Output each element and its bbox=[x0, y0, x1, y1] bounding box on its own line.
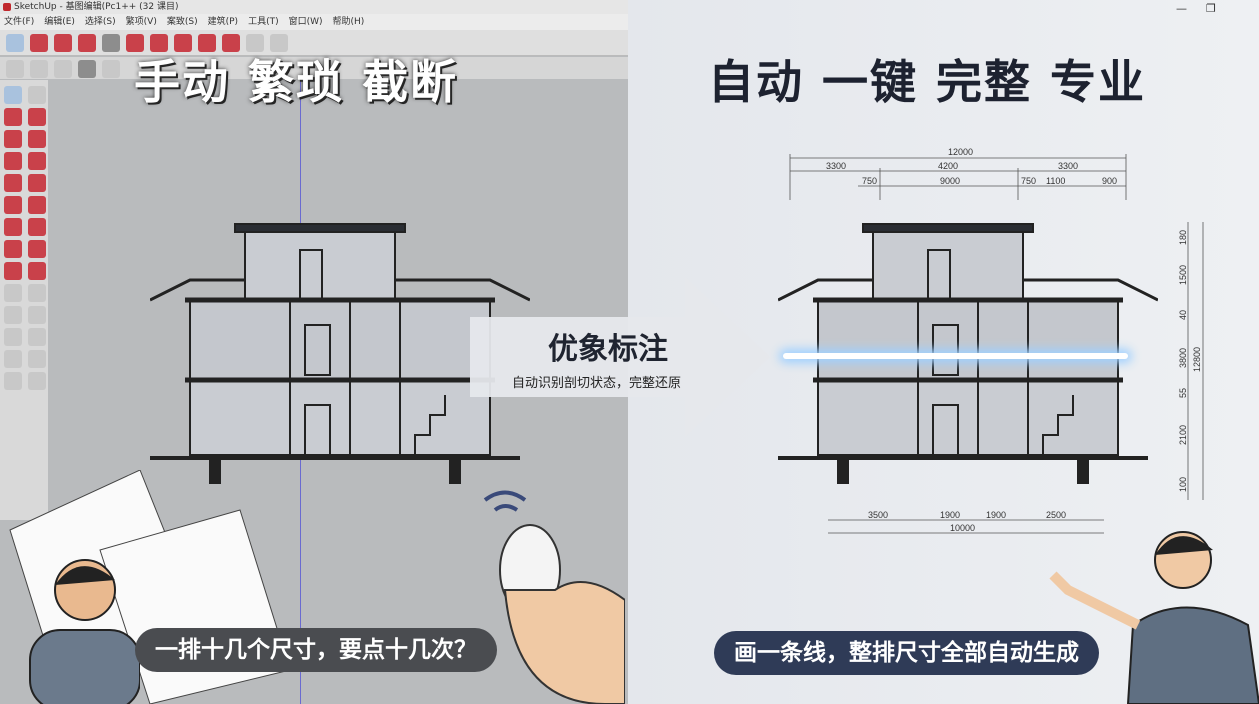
tape-measure-icon[interactable] bbox=[4, 284, 22, 302]
polygon-icon[interactable] bbox=[28, 174, 46, 192]
menu-edit[interactable]: 编辑(E) bbox=[44, 17, 75, 27]
dimension-icon[interactable] bbox=[28, 284, 46, 302]
top-view-icon[interactable] bbox=[30, 60, 48, 78]
wireframe-icon[interactable] bbox=[102, 60, 120, 78]
right-caption: 画一条线，整排尺寸全部自动生成 bbox=[714, 631, 1099, 675]
protractor-icon[interactable] bbox=[4, 306, 22, 324]
freehand-icon[interactable] bbox=[28, 130, 46, 148]
move-icon[interactable] bbox=[174, 34, 192, 52]
offset-icon[interactable] bbox=[222, 34, 240, 52]
dim-side: 40 bbox=[1178, 310, 1188, 320]
eraser-icon[interactable] bbox=[28, 108, 46, 126]
menu-view[interactable]: 繁项(V) bbox=[125, 17, 157, 27]
circle-icon[interactable] bbox=[4, 174, 22, 192]
pie-icon[interactable] bbox=[28, 196, 46, 214]
main-toolbar bbox=[0, 30, 628, 56]
menu-window[interactable]: 窗口(W) bbox=[288, 17, 323, 27]
dim-top-row2: 3300 bbox=[1058, 161, 1078, 171]
sketchup-logo-icon bbox=[3, 3, 11, 11]
rotate-icon[interactable] bbox=[4, 240, 22, 258]
dim-side: 2100 bbox=[1178, 425, 1188, 445]
presenter-illustration bbox=[1049, 531, 1259, 704]
product-tagline: 自动识别剖切状态，完整还原 bbox=[512, 376, 682, 391]
select-tool-icon[interactable] bbox=[6, 34, 24, 52]
dim-top-row3: 9000 bbox=[940, 176, 960, 186]
rectangle-icon[interactable] bbox=[4, 152, 22, 170]
dim-side: 180 bbox=[1178, 230, 1188, 245]
3d-text-icon[interactable] bbox=[28, 328, 46, 346]
dim-side-total: 12800 bbox=[1192, 347, 1202, 372]
product-name: 优象标注 bbox=[548, 332, 668, 367]
pencil-icon[interactable] bbox=[54, 34, 72, 52]
tool-sidebar bbox=[0, 80, 48, 520]
zoom-icon[interactable] bbox=[4, 372, 22, 390]
text-icon[interactable] bbox=[28, 306, 46, 324]
pushpull-icon[interactable] bbox=[28, 218, 46, 236]
arc-icon[interactable] bbox=[78, 34, 96, 52]
dim-total-top: 12000 bbox=[948, 147, 973, 157]
select-icon[interactable] bbox=[4, 86, 22, 104]
zoom-window-icon[interactable] bbox=[28, 372, 46, 390]
dim-bottom-row1: 1900 bbox=[940, 510, 960, 520]
rotated-rect-icon[interactable] bbox=[28, 152, 46, 170]
frustrated-man-illustration bbox=[29, 559, 140, 704]
dim-top-row2: 3300 bbox=[826, 161, 846, 171]
dim-bottom-row1: 3500 bbox=[868, 510, 888, 520]
dim-side: 1500 bbox=[1178, 265, 1188, 285]
dim-bottom-row1: 1900 bbox=[986, 510, 1006, 520]
menu-bar: 文件(F) 编辑(E) 选择(S) 繁项(V) 案致(S) 建筑(P) 工具(T… bbox=[0, 14, 628, 30]
front-view-icon[interactable] bbox=[54, 60, 72, 78]
shaded-icon[interactable] bbox=[78, 60, 96, 78]
left-headline: 手动 繁琐 截断 bbox=[134, 55, 459, 109]
component-icon[interactable] bbox=[28, 86, 46, 104]
axes-icon[interactable] bbox=[4, 328, 22, 346]
orbit-icon[interactable] bbox=[4, 350, 22, 368]
menu-help[interactable]: 帮助(H) bbox=[332, 17, 365, 27]
tape-icon[interactable] bbox=[246, 34, 264, 52]
dim-top-row3: 750 bbox=[1021, 176, 1036, 186]
rectangle-icon[interactable] bbox=[102, 34, 120, 52]
dim-side: 3800 bbox=[1178, 348, 1188, 368]
dim-bottom-total: 10000 bbox=[950, 523, 975, 533]
dimension-lines: 12000 3300 4200 3300 750 9000 750 1100 9… bbox=[789, 147, 1204, 534]
paint-bucket-icon[interactable] bbox=[4, 108, 22, 126]
menu-tools[interactable]: 工具(T) bbox=[248, 17, 279, 27]
view-toolbar bbox=[0, 57, 628, 79]
section-line bbox=[783, 353, 1128, 359]
menu-select[interactable]: 选择(S) bbox=[84, 17, 116, 27]
dim-bottom-row1: 2500 bbox=[1046, 510, 1066, 520]
left-caption: 一排十几个尺寸，要点十几次？ bbox=[135, 628, 497, 672]
offset-icon[interactable] bbox=[28, 262, 46, 280]
menu-camera[interactable]: 案致(S) bbox=[166, 17, 198, 27]
paint-icon[interactable] bbox=[270, 34, 288, 52]
mouse-hand-illustration bbox=[483, 490, 625, 704]
menu-draw[interactable]: 建筑(P) bbox=[207, 17, 239, 27]
menu-file[interactable]: 文件(F) bbox=[4, 17, 35, 27]
minimize-icon[interactable]: — bbox=[1176, 2, 1187, 15]
dim-side: 55 bbox=[1178, 388, 1188, 398]
follow-me-icon[interactable] bbox=[150, 34, 168, 52]
dim-side: 100 bbox=[1178, 477, 1188, 492]
title-bar: SketchUp - 基图编辑(Pc1++ (32 课目) bbox=[0, 0, 628, 14]
pan-icon[interactable] bbox=[28, 350, 46, 368]
followme-icon[interactable] bbox=[28, 240, 46, 258]
dim-top-row3: 900 bbox=[1102, 176, 1117, 186]
line-icon[interactable] bbox=[4, 130, 22, 148]
arrow-icon bbox=[470, 277, 770, 437]
restore-icon[interactable]: ❐ bbox=[1206, 2, 1216, 15]
move-icon[interactable] bbox=[4, 218, 22, 236]
eraser-icon[interactable] bbox=[30, 34, 48, 52]
scale-icon[interactable] bbox=[4, 262, 22, 280]
dim-top-row3: 750 bbox=[862, 176, 877, 186]
right-headline: 自动 一键 完整 专业 bbox=[708, 55, 1147, 109]
window-title: SketchUp - 基图编辑(Pc1++ (32 课目) bbox=[14, 2, 179, 12]
iso-view-icon[interactable] bbox=[6, 60, 24, 78]
push-pull-icon[interactable] bbox=[126, 34, 144, 52]
rotate-icon[interactable] bbox=[198, 34, 216, 52]
arc-icon[interactable] bbox=[4, 196, 22, 214]
dim-top-row3: 1100 bbox=[1046, 176, 1065, 186]
dim-top-row2: 4200 bbox=[938, 161, 958, 171]
